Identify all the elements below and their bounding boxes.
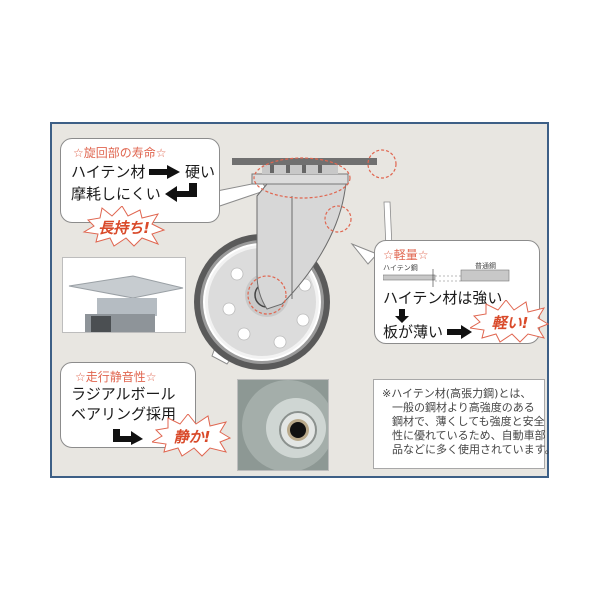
note-line: 一般の鋼材より高強度のある: [392, 401, 535, 414]
swivel-life-burst-text: 長持ち!: [98, 218, 150, 237]
note-line: 品などに多く使用されています。: [392, 443, 556, 456]
thickness-diagram: [383, 269, 510, 287]
swivel-life-title: ☆旋回部の寿命☆: [73, 146, 167, 160]
arrow-down-right-icon: [113, 429, 143, 445]
lightweight-title: ☆軽量☆: [383, 248, 429, 262]
arrow-return-left-icon: [165, 183, 197, 202]
arrow-right-icon: [149, 165, 180, 179]
arrow-down-icon: [395, 309, 409, 323]
swivel-life-callout: ☆旋回部の寿命☆ ハイテン材 硬い 摩耗しにくい: [60, 138, 220, 223]
lightweight-line1: ハイテン材は強い: [383, 289, 503, 307]
lightweight-burst-text: 軽い!: [491, 313, 529, 332]
quiet-running-line2: ベアリング採用: [71, 405, 177, 423]
bearing-photo: [237, 379, 329, 471]
hiten-steel-note: ※ハイテン材(高張力鋼)とは、 一般の鋼材より高強度のある 鋼材で、薄くしても強…: [373, 379, 556, 469]
feature-panel: ☆旋回部の寿命☆ ハイテン材 硬い 摩耗しにくい 長持ち! ☆軽量☆ ハイテン鋼…: [50, 122, 556, 478]
swivel-life-burst: 長持ち!: [82, 206, 166, 248]
swivel-life-line2: 摩耗しにくい: [71, 185, 161, 203]
quiet-running-burst-text: 静か!: [173, 427, 211, 446]
swivel-life-line1-left: ハイテン材: [71, 163, 146, 181]
lightweight-burst: 軽い!: [470, 300, 550, 344]
swivel-life-line1-right: 硬い: [185, 163, 216, 181]
quiet-running-burst: 静か!: [152, 414, 232, 458]
hiten-steel-label: ハイテン鋼: [383, 264, 418, 272]
note-line: 性に優れているため、自動車部: [392, 429, 546, 442]
arrow-right-icon: [447, 325, 472, 339]
quiet-running-title: ☆走行静音性☆: [75, 370, 157, 384]
caster-illustration: [194, 149, 397, 370]
note-line: ※ハイテン材(高張力鋼)とは、: [382, 387, 532, 400]
note-line: 鋼材で、薄くしても強度と安全: [392, 415, 545, 428]
lightweight-line2: 板が薄い: [383, 323, 444, 341]
normal-steel-label: 普通鋼: [475, 262, 496, 270]
top-plate-photo: [62, 257, 186, 333]
quiet-running-line1: ラジアルボール: [71, 385, 176, 403]
